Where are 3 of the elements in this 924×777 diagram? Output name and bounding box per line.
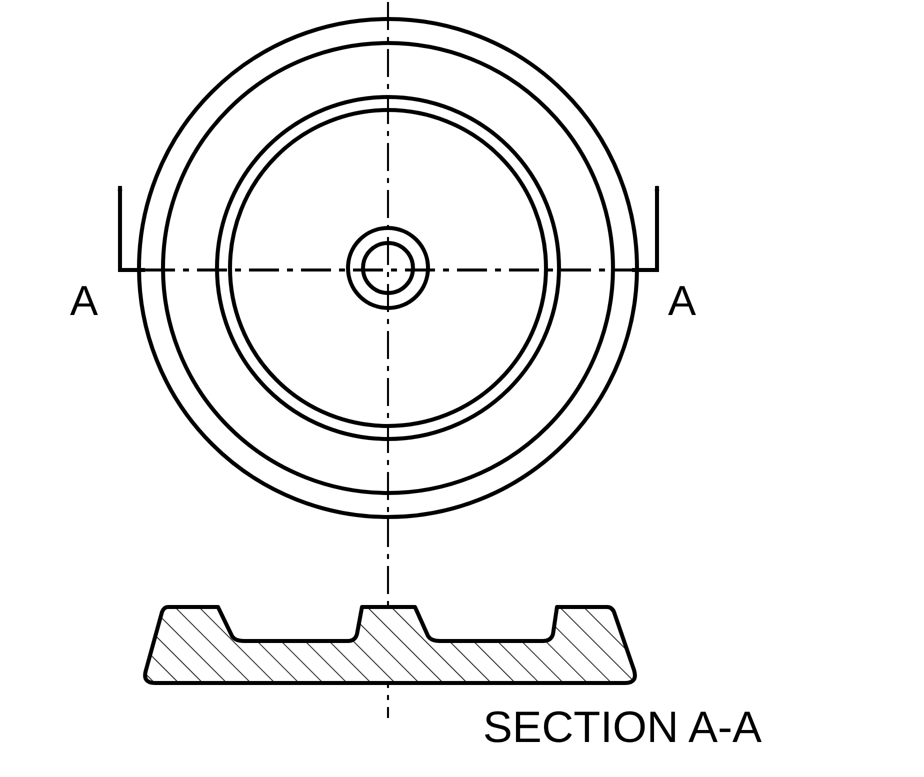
section-marker: A xyxy=(70,280,98,322)
section-title: SECTION A-A xyxy=(483,706,762,750)
section-marker: A xyxy=(668,280,696,322)
